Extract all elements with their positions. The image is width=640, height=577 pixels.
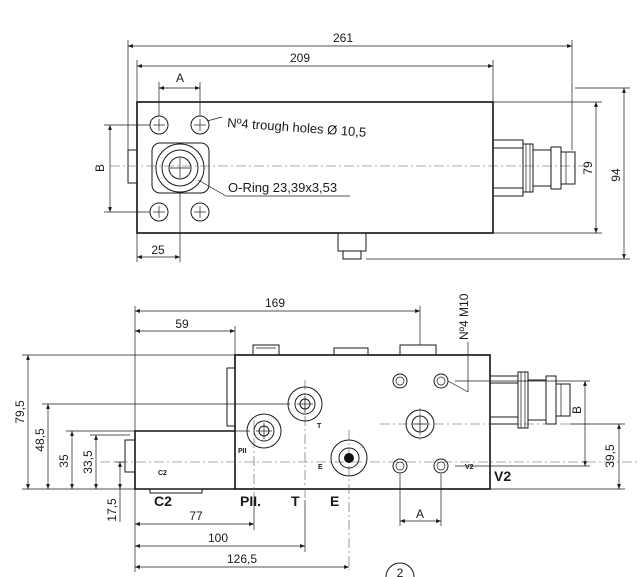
dim-33-5: 33,5 (81, 450, 95, 474)
port-pii (246, 413, 282, 449)
m10-holes (392, 373, 449, 474)
dim-b-top: B (93, 164, 107, 172)
dim-m10: Nº4 M10 (457, 293, 471, 340)
small-label-e: E (318, 464, 323, 471)
dim-a-front: A (416, 507, 424, 521)
dim-79-5: 79,5 (13, 400, 27, 424)
dim-77: 77 (189, 509, 203, 523)
top-view: 261 209 A B 25 79 94 Nº4 trough hol (93, 31, 630, 262)
dim-126-5: 126,5 (227, 552, 257, 566)
dim-59: 59 (175, 317, 189, 331)
dim-a-top: A (176, 71, 184, 85)
top-view-bottom-nub (337, 232, 367, 252)
dim-17-5: 17,5 (105, 498, 119, 522)
dim-94: 94 (609, 168, 623, 182)
small-label-c2: C2 (158, 470, 167, 477)
port-t (287, 386, 323, 422)
small-label-t: T (317, 423, 322, 430)
through-holes (149, 115, 210, 222)
label-t: T (291, 493, 300, 509)
note-oring: O-Ring 23,39x3,53 (228, 180, 337, 195)
dim-35: 35 (57, 454, 71, 468)
front-view-lower-body (134, 430, 235, 490)
dim-48-5: 48,5 (33, 428, 47, 452)
top-view-cartridge (492, 139, 576, 197)
front-view-cartridge (489, 371, 571, 429)
note-through-holes: Nº4 trough holes Ø 10,5 (227, 115, 367, 140)
port-v2-center (405, 409, 435, 439)
dim-79: 79 (581, 161, 595, 175)
label-v2: V2 (494, 468, 511, 484)
small-label-v2: V2 (465, 464, 474, 471)
small-label-pii: PII (238, 448, 247, 455)
dim-39-5: 39,5 (603, 444, 617, 468)
dim-b-front: B (570, 406, 584, 414)
dim-209: 209 (290, 51, 310, 65)
port-e (330, 439, 368, 477)
corner-symbol: 2 (397, 566, 404, 577)
front-view: 169 59 Nº4 M10 79,5 48,5 35 33,5 17,5 (13, 293, 640, 577)
label-c2: C2 (154, 493, 172, 509)
dim-100: 100 (208, 531, 228, 545)
label-e: E (330, 493, 339, 509)
label-pii: PII. (240, 493, 261, 509)
top-view-left-boss (127, 149, 138, 184)
dim-169: 169 (265, 296, 285, 310)
oring-port (151, 142, 210, 194)
dim-261: 261 (333, 31, 353, 45)
dim-25: 25 (151, 243, 165, 257)
front-view-upper-body (234, 354, 491, 490)
